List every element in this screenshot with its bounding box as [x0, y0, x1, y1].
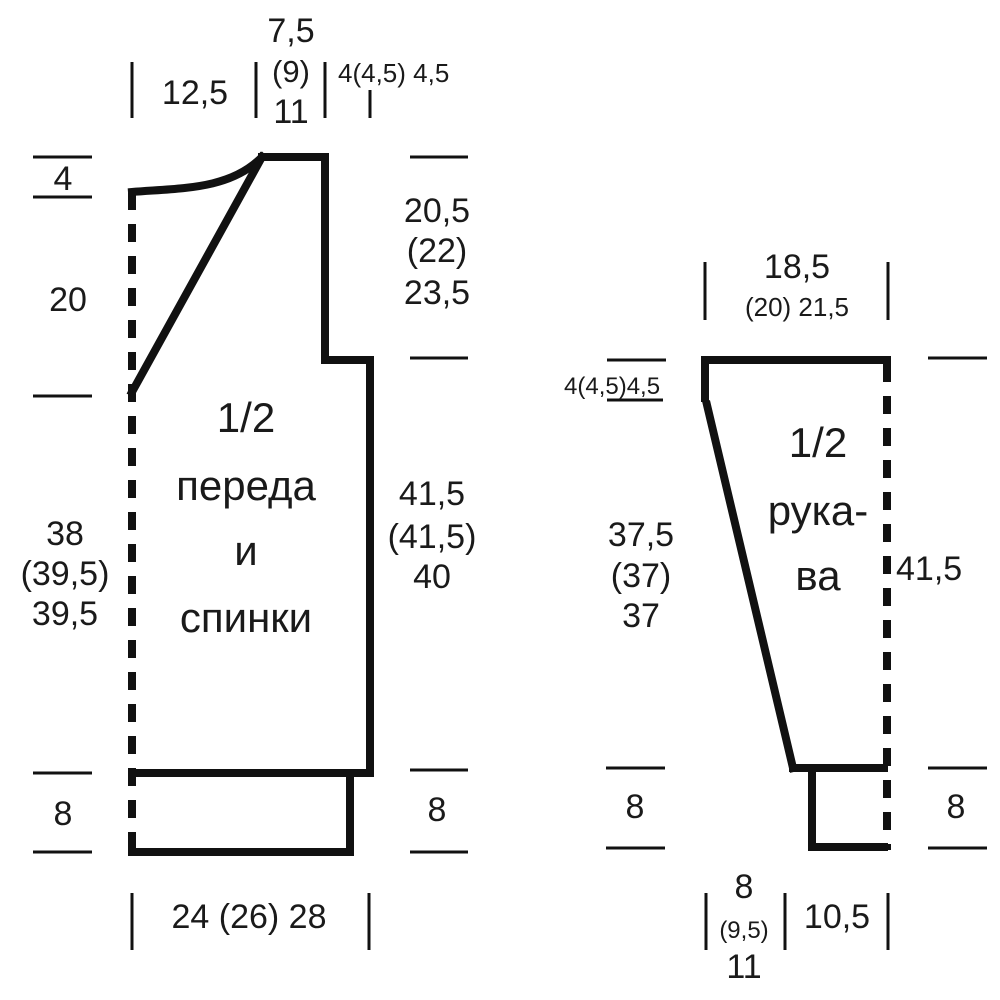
- sleeve-slanted-side: [702, 400, 798, 773]
- sleeve-side-height-line2: (37): [611, 557, 671, 595]
- body-side-height-line2: (39,5): [21, 555, 110, 593]
- sleeve-side-height-line1: 37,5: [608, 516, 674, 554]
- body-title-line4: спинки: [180, 594, 312, 641]
- neck-width-line2: (9): [272, 54, 310, 89]
- sleeve-title-line3: ва: [795, 552, 841, 599]
- body-right-height-line2: (41,5): [388, 518, 477, 556]
- sleeve-rib-height-right: 8: [947, 788, 966, 826]
- neck-width-line1: 7,5: [267, 12, 314, 50]
- body-piece: [126, 151, 374, 856]
- sleeve-rib-height-left: 8: [626, 788, 645, 826]
- sleeve-left-dimensions: 37,5 (37) 37 8: [606, 516, 674, 850]
- sleeve-right-dimensions: 41,5 8: [896, 550, 987, 850]
- armhole-height-line2: (22): [407, 232, 467, 270]
- back-neck-curve: [127, 151, 268, 197]
- front-neck-depth-label: 20: [49, 281, 87, 319]
- sleeve-title-line2: рука-: [768, 487, 869, 534]
- back-neck-depth-label: 4: [54, 160, 73, 198]
- body-outline: [258, 153, 374, 777]
- cuff-width-line1: 8: [735, 868, 754, 906]
- armhole-height-line3: 23,5: [404, 274, 470, 312]
- armhole-shift-label: 4(4,5) 4,5: [338, 58, 449, 88]
- body-side-height-line1: 38: [46, 515, 84, 553]
- body-right-height-line3: 40: [413, 558, 451, 596]
- body-bottom-dimensions: 24 (26) 28: [130, 893, 371, 950]
- body-right-height-line1: 41,5: [399, 475, 465, 513]
- cuff-width-line2: (9,5): [719, 917, 768, 944]
- sleeve-side-height-line3: 37: [622, 597, 660, 635]
- body-title: 1/2 переда и спинки: [176, 394, 316, 641]
- sleeve-title-fraction: 1/2: [789, 419, 847, 466]
- body-rib-height-left: 8: [54, 795, 73, 833]
- sleeve-piece: [701, 356, 891, 851]
- sleeve-top-dimensions: 18,5 (20) 21,5: [703, 248, 987, 360]
- body-left-dimensions: 4 20 38 (39,5) 39,5 8: [21, 155, 110, 854]
- sleeve-title: 1/2 рука- ва: [768, 419, 869, 599]
- sleeve-top-outline: [701, 356, 891, 402]
- body-title-line3: и: [234, 527, 257, 574]
- body-right-dimensions: 20,5 (22) 23,5 41,5 (41,5) 40 8: [388, 155, 477, 854]
- cuff-half-width-label: 10,5: [804, 898, 870, 936]
- sleeve-cap-label: 4(4,5)4,5: [564, 373, 660, 400]
- neck-width-line3: 11: [273, 93, 308, 131]
- body-side-height-line3: 39,5: [32, 595, 98, 633]
- armhole-height-line1: 20,5: [404, 192, 470, 230]
- shoulder-width-label: 12,5: [162, 74, 228, 112]
- body-rib-height-right: 8: [428, 791, 447, 829]
- body-rib-outline: [128, 769, 354, 856]
- sleeve-cap-dimension: 4(4,5)4,5: [564, 358, 666, 402]
- sleeve-top-width-line1: 18,5: [764, 248, 830, 286]
- body-title-line2: переда: [176, 462, 316, 509]
- cuff-width-line3: 11: [726, 948, 761, 986]
- front-neck-diagonal: [126, 151, 268, 398]
- sleeve-top-width-line2: (20) 21,5: [745, 292, 849, 322]
- body-top-dimensions: 12,5 7,5 (9) 11 4(4,5) 4,5: [130, 12, 449, 131]
- sleeve-bottom-dimensions: 8 (9,5) 11 10,5: [704, 868, 890, 986]
- sleeve-cuff-outline: [808, 764, 888, 851]
- sleeve-length-label: 41,5: [896, 550, 962, 588]
- body-bottom-width-label: 24 (26) 28: [172, 898, 327, 936]
- body-title-fraction: 1/2: [217, 394, 275, 441]
